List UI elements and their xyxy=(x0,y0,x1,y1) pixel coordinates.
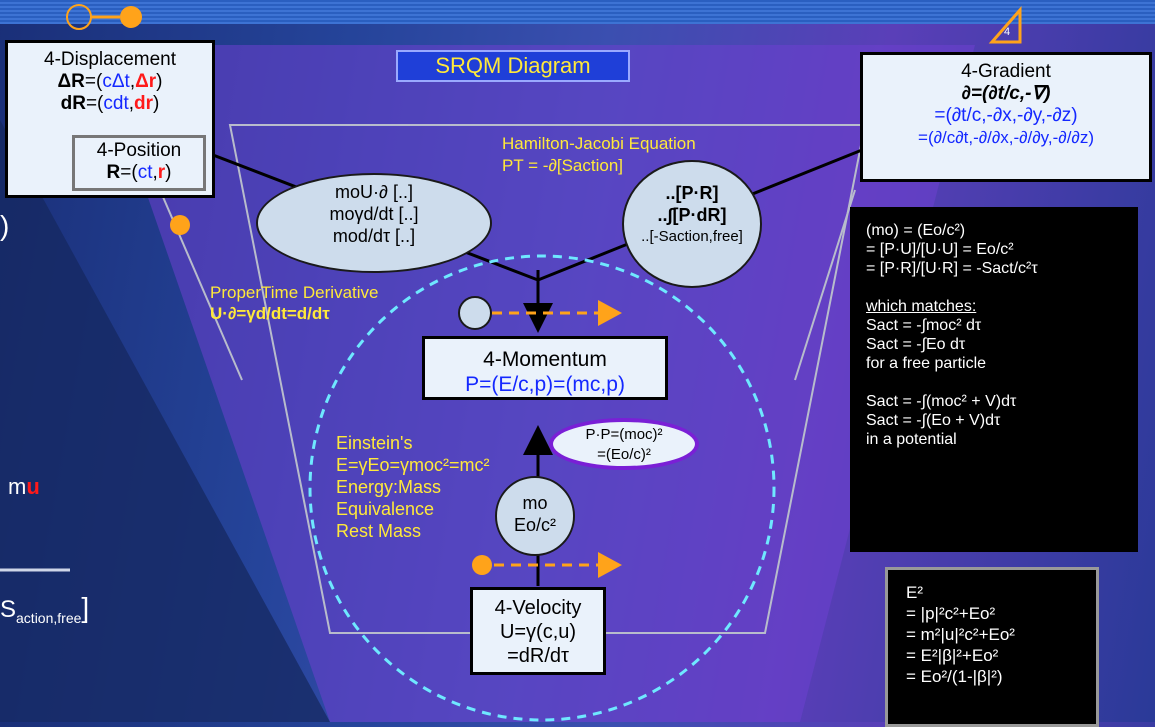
velocity-box: 4-Velocity U=γ(c,u) =dR/dτ xyxy=(470,587,606,675)
position-box: 4-Position R=(ct,r) xyxy=(72,135,206,191)
info-panel: (mo) = (Eo/c²) = [P·U]/[U·U] = Eo/c² = [… xyxy=(850,207,1138,552)
displacement-line1: ΔR=(cΔt,Δr) xyxy=(57,71,163,92)
pp-line1: P·P=(moc)² xyxy=(585,426,663,443)
displacement-line2: dR=(cdt,dr) xyxy=(60,93,160,114)
mass-circle: mo Eo/c² xyxy=(495,476,575,556)
page-title: SRQM Diagram xyxy=(396,50,630,82)
right-ellipse-line1: ..[P·R] xyxy=(665,183,719,203)
velocity-line1: U=γ(c,u) xyxy=(499,621,577,643)
hamilton-eq: PT = -∂[Saction] xyxy=(502,156,624,175)
propertime-label: ProperTime Derivative xyxy=(210,283,379,302)
orange-arrow-icon-2 xyxy=(598,552,622,578)
top-stripe-bar xyxy=(0,0,1155,24)
slide-number-triangle-icon xyxy=(988,6,1022,44)
momentum-heading: 4-Momentum xyxy=(483,348,607,371)
right-ellipse-line2: ..∫[P·dR] xyxy=(657,205,727,225)
left-ellipse: moU·∂ [..] moγd/dt [..] mod/dτ [..] xyxy=(256,173,492,273)
slide-number: 4 xyxy=(1004,26,1011,38)
gray-diag-line-right xyxy=(794,189,856,381)
displacement-heading: 4-Displacement xyxy=(44,49,176,70)
right-ellipse: ..[P·R] ..∫[P·dR] ..[-Saction,free] xyxy=(622,160,762,288)
displacement-box: 4-Displacement ΔR=(cΔt,Δr) dR=(cdt,dr) 4… xyxy=(5,40,215,198)
orange-dot-icon xyxy=(170,215,190,235)
position-line: R=(ct,r) xyxy=(106,162,172,183)
pp-line2: =(Eo/c)² xyxy=(597,446,651,463)
right-ellipse-line3: ..[-Saction,free] xyxy=(641,228,743,245)
left-ellipse-line2: moγd/dt [..] xyxy=(329,204,419,224)
dot-icon xyxy=(120,6,142,28)
hamilton-title: Hamilton-Jacobi Equation xyxy=(502,134,696,153)
gradient-line2: =(∂t/c,-∂x,-∂y,-∂z) xyxy=(934,105,1078,126)
gradient-line1: ∂=(∂t/c,-∇) xyxy=(961,83,1051,104)
left-paren-fragment: ) xyxy=(0,210,10,241)
ring-icon xyxy=(66,4,92,30)
left-dark-shape xyxy=(0,120,330,722)
left-ellipse-line1: moU·∂ [..] xyxy=(335,182,413,202)
momentum-line: P=(E/c,p)=(mc,p) xyxy=(465,373,625,396)
momentum-box: 4-Momentum P=(E/c,p)=(mc,p) xyxy=(422,336,668,400)
left-action-fragment: Saction,free] xyxy=(0,592,90,626)
gradient-box: 4-Gradient ∂=(∂t/c,-∇) =(∂t/c,-∂x,-∂y,-∂… xyxy=(860,52,1152,182)
pp-ellipse: P·P=(moc)² =(Eo/c)² xyxy=(549,418,699,470)
orange-arrow-icon xyxy=(598,300,622,326)
position-heading: 4-Position xyxy=(96,140,182,161)
gradient-line3: =(∂/c∂t,-∂/∂x,-∂/∂y,-∂/∂z) xyxy=(918,128,1094,147)
orange-dot-icon-2 xyxy=(472,555,492,575)
velocity-heading: 4-Velocity xyxy=(494,597,582,619)
cyan-dashed-circle xyxy=(308,254,776,722)
propertime-eq: U·∂=γd/dt=d/dτ xyxy=(210,304,330,323)
left-mu-fragment: mu xyxy=(8,474,40,499)
gradient-heading: 4-Gradient xyxy=(961,61,1051,82)
velocity-line2: =dR/dτ xyxy=(507,645,569,667)
einstein-text: Einstein's E=γEo=γmoc²=mc² Energy:Mass E… xyxy=(336,433,490,541)
energy-panel: E² = |p|²c²+Eo² = m²|u|²c²+Eo² = E²|β|²+… xyxy=(885,567,1099,727)
left-ellipse-line3: mod/dτ [..] xyxy=(332,226,416,246)
gray-trapezoid-outline xyxy=(228,124,867,634)
small-ellipse-icon xyxy=(458,296,492,330)
